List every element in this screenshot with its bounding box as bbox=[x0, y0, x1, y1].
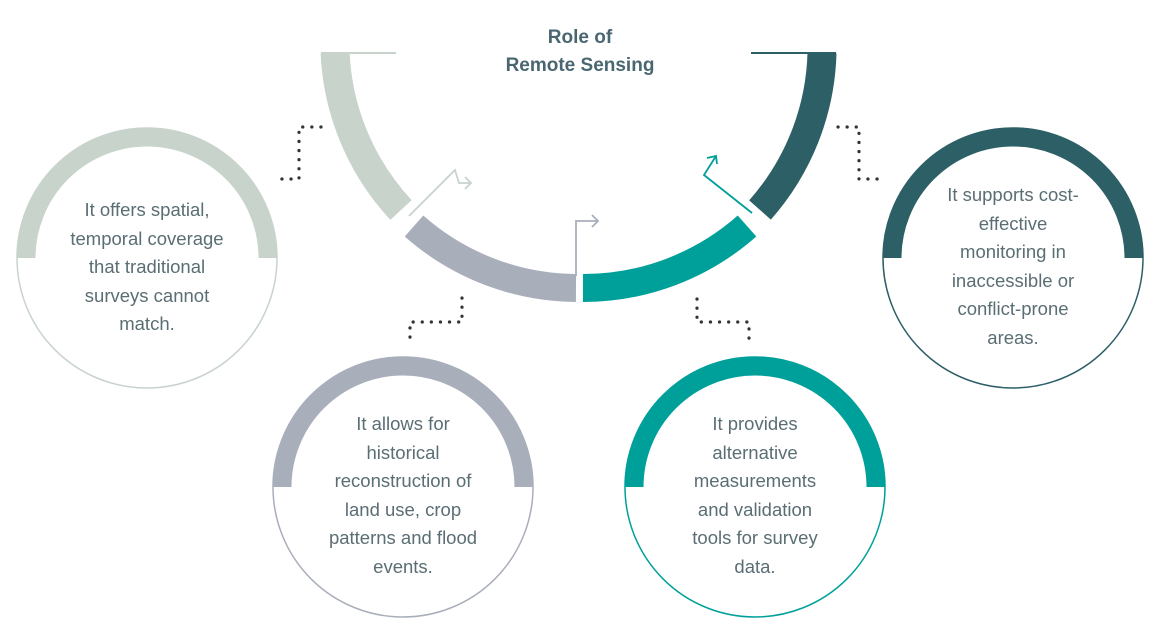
arc-segment-dark-teal bbox=[749, 52, 837, 220]
arrow-teal bbox=[702, 154, 753, 214]
text-line: conflict-prone bbox=[957, 298, 1069, 319]
text-line: It supports cost- bbox=[947, 184, 1079, 205]
text-spatial: It offers spatial, temporal coverage tha… bbox=[37, 196, 257, 339]
text-line: inaccessible or bbox=[951, 269, 1075, 291]
text-line: It provides bbox=[712, 413, 798, 434]
circle-historical bbox=[272, 356, 534, 618]
connector-teal bbox=[695, 297, 751, 345]
connectors bbox=[273, 125, 886, 345]
arc-segment-grey bbox=[404, 215, 577, 302]
text-line: areas. bbox=[987, 326, 1039, 348]
text-line: and validation bbox=[697, 498, 813, 520]
text-line: match. bbox=[119, 313, 175, 334]
circle-spatial bbox=[16, 127, 278, 389]
text-line: effective bbox=[978, 212, 1048, 234]
arrow-sage bbox=[408, 168, 473, 217]
text-line: that traditional bbox=[88, 256, 206, 277]
text-line: It offers spatial, bbox=[84, 199, 210, 220]
text-line: monitoring in bbox=[960, 241, 1066, 262]
text-line: land use, crop bbox=[344, 498, 462, 520]
text-line: tools for survey bbox=[692, 527, 818, 548]
connector-dark-teal bbox=[836, 125, 886, 181]
text-cost: It supports cost- effective monitoring i… bbox=[903, 181, 1123, 352]
arc-segment-teal bbox=[582, 215, 757, 303]
text-line: alternative bbox=[712, 441, 798, 463]
text-line: events. bbox=[373, 555, 433, 577]
circle-cost bbox=[882, 127, 1144, 389]
title-line-1: Role of bbox=[547, 27, 613, 48]
arc-segment-sage bbox=[320, 52, 412, 220]
title-line-2: Remote Sensing bbox=[505, 55, 655, 76]
text-line: measurements bbox=[693, 470, 817, 491]
text-line: historical bbox=[366, 441, 440, 463]
text-line: It allows for bbox=[356, 413, 450, 434]
text-historical: It allows for historical reconstruction … bbox=[293, 410, 513, 581]
text-line: patterns and flood bbox=[328, 527, 478, 548]
text-line: surveys cannot bbox=[84, 284, 210, 306]
text-measurements: It provides alternative measurements and… bbox=[645, 410, 865, 581]
connector-grey bbox=[408, 296, 464, 345]
connector-sage bbox=[273, 125, 323, 181]
circle-measurements bbox=[624, 356, 886, 618]
text-line: temporal coverage bbox=[70, 227, 224, 249]
text-line: reconstruction of bbox=[334, 470, 472, 491]
diagram-title: Role of Remote Sensing bbox=[455, 24, 705, 80]
arrow-grey bbox=[575, 214, 600, 276]
text-line: data. bbox=[734, 555, 776, 577]
